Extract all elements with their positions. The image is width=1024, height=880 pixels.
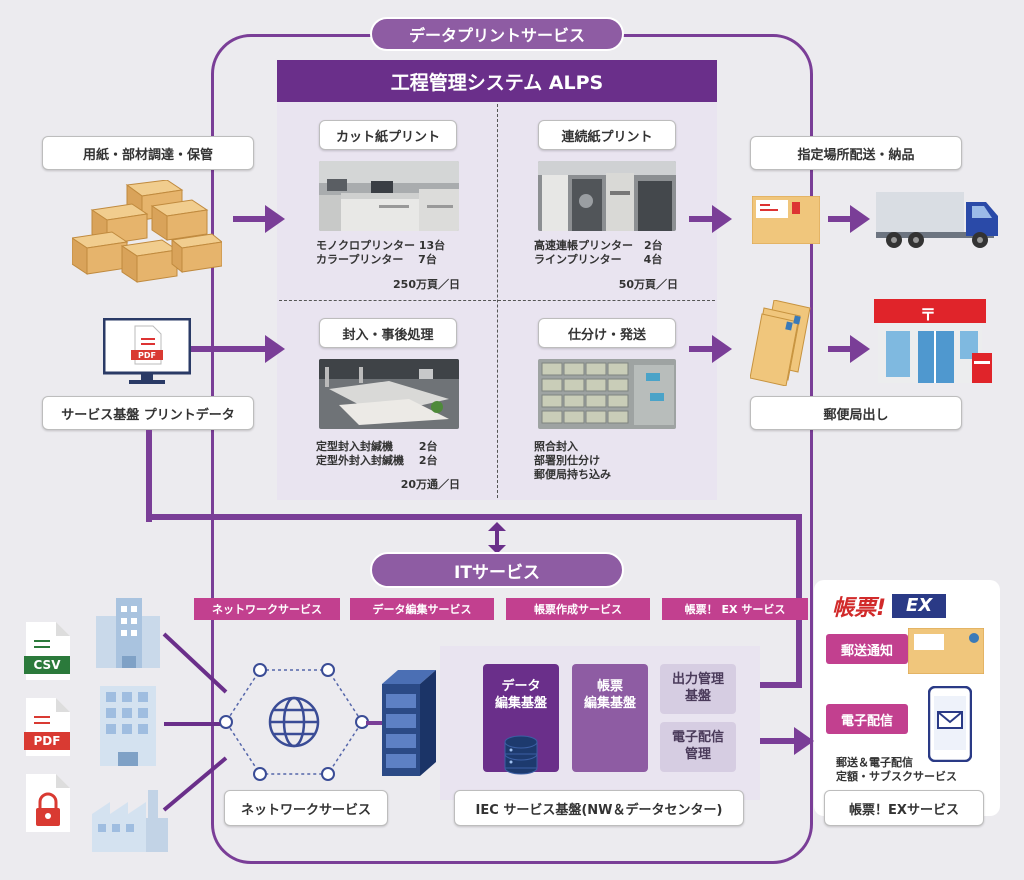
continuous-paper-spec: 高速連帳プリンター 2台 ラインプリンター 4台 [534,239,663,266]
ex-logo-text: 帳票! [832,596,887,621]
data-flow-line-horizontal [146,514,800,520]
arrow-alps-to-mail [689,346,713,352]
arrow-head-mail [712,335,732,363]
post-office-icon: 〒 [874,299,1000,387]
ex-logo-suffix: EX [892,594,947,618]
iec-platform-label: IEC サービス基盤(NW＆データセンター) [454,790,744,826]
output-management-platform: 出力管理 基盤 [660,664,736,714]
cardboard-boxes-icon [70,179,224,294]
quadrant-title-sorting-shipping: 仕分け・発送 [538,318,676,348]
csv-file-icon: CSV [24,622,72,680]
factory-icon [92,790,168,856]
e-delivery-management-label: 電子配信 管理 [671,730,724,762]
envelope-icon [751,195,821,248]
arrow-iec-to-ex [760,738,796,744]
arrow-head-paper [265,205,285,233]
office-building-icon-2 [100,686,156,770]
enclosing-speed: 20万通／日 [400,478,460,491]
data-print-service-pill: データプリントサービス [370,17,624,51]
arrow-head-data [265,335,285,363]
pdf-label: PDF [33,734,61,748]
form-edit-platform-label: 帳票 編集基盤 [583,679,636,711]
ex-service-note: 郵送＆電子配信 定額・サブスクサービス [836,756,957,783]
smartphone-mail-icon [927,685,973,766]
network-to-server-line [366,721,384,725]
cut-paper-spec: モノクロプリンター 13台 カラープリンター 7台 [316,239,446,266]
cut-paper-printer-photo [319,161,459,231]
paper-procurement-label: 用紙・部材調達・保管 [42,136,254,170]
tag-ex-service: 帳票！ EX サービス [662,598,808,620]
ex-logo: 帳票! EX [832,590,947,622]
network-globe-diagram [218,662,370,786]
database-icon [503,734,539,780]
arrow-paper-to-alps [233,216,267,222]
data-flow-line-vertical [146,430,152,522]
it-service-pill: ITサービス [370,552,624,588]
tag-network-service: ネットワークサービス [194,598,340,620]
server-rack-icon [382,670,436,780]
arrow-head-ex [794,727,814,755]
mail-notice-envelope-icon [907,627,985,678]
double-arrow-icon [486,522,508,558]
sorting-rack-photo [538,359,676,429]
alps-divider-horizontal [279,300,715,301]
arrow-head-truck [850,205,870,233]
arrow-head-envelope [712,205,732,233]
tag-data-edit-service: データ編集サービス [350,598,494,620]
pdf-file-icon: PDF [24,698,72,756]
quadrant-title-continuous-paper: 連続紙プリント [538,120,676,150]
print-data-label: サービス基盤 プリントデータ [42,396,254,430]
continuous-printer-photo [538,161,676,231]
office-building-icon-1 [96,598,160,672]
network-service-label: ネットワークサービス [224,790,388,826]
alps-title: 工程管理システム ALPS [390,71,604,94]
output-management-label: 出力管理 基盤 [671,672,724,704]
enclosing-spec: 定型封入封緘機 2台 定型外封入封緘機 2台 [316,440,438,467]
tag-form-creation-service: 帳票作成サービス [506,598,650,620]
quadrant-title-cut-paper: カット紙プリント [319,120,457,150]
ex-service-label: 帳票！EXサービス [824,790,984,826]
form-edit-platform: 帳票 編集基盤 [572,664,648,772]
monitor-pdf-label: PDF [138,351,156,360]
data-flow-line-to-iec [760,682,802,688]
arrow-alps-to-envelope [689,216,713,222]
cut-paper-speed: 250万頁／日 [393,278,460,291]
post-office-mark: 〒 [920,305,937,324]
arrow-mail-to-post [828,346,852,352]
sorting-spec: 照合封入 部署別仕分け 郵便局持ち込み [534,440,611,481]
data-edit-platform: データ 編集基盤 [483,664,559,772]
mail-notice-tag: 郵送通知 [826,634,908,664]
e-delivery-management: 電子配信 管理 [660,722,736,772]
data-edit-platform-label: データ 編集基盤 [494,679,547,711]
monitor-pdf-icon: PDF [102,317,192,386]
arrow-head-post [850,335,870,363]
post-office-label: 郵便局出し [750,396,962,430]
delivery-label: 指定場所配送・納品 [750,136,962,170]
alps-header: 工程管理システム ALPS [277,60,717,102]
enclosing-machine-photo [319,359,459,429]
postal-envelopes-icon [749,299,824,390]
arrow-envelope-to-truck [828,216,852,222]
continuous-paper-speed: 50万頁／日 [618,278,678,291]
csv-label: CSV [33,658,61,672]
truck-icon [876,188,1000,254]
alps-divider-vertical [497,104,498,498]
quadrant-title-enclosing: 封入・事後処理 [319,318,457,348]
locked-file-icon [24,774,72,832]
e-delivery-tag: 電子配信 [826,704,908,734]
arrow-data-to-alps [191,346,267,352]
network-connection-lines [160,630,240,824]
